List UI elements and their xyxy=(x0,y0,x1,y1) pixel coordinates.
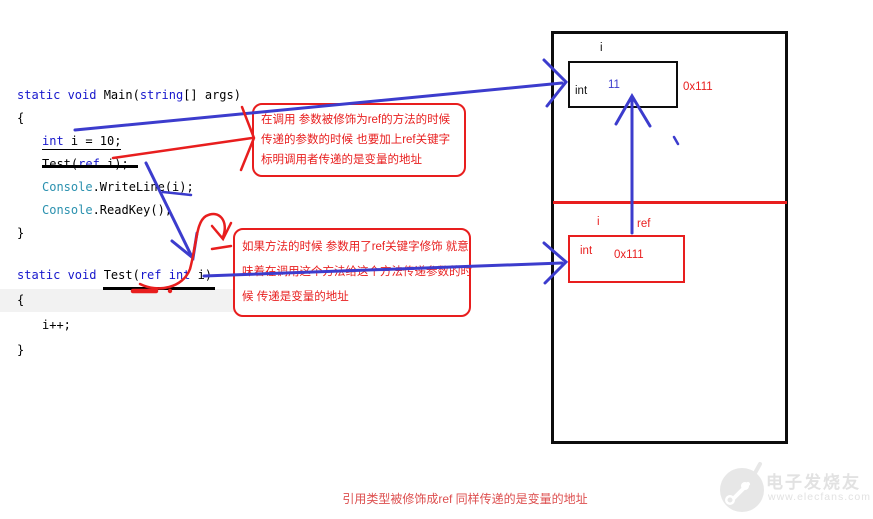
code-line: static void Test(ref int i) xyxy=(17,263,212,288)
code-token: { xyxy=(17,293,25,307)
code-line: Console.WriteLine(i); xyxy=(17,176,241,199)
code-block-test: static void Test(ref int i) { i++;} xyxy=(17,263,212,363)
underline-test-call xyxy=(42,165,138,168)
code-token: ref xyxy=(78,157,100,171)
annotation-callout-ref-call: 在调用 参数被修饰为ref的方法的时候传递的参数的时候 也要加上ref关键字标明… xyxy=(252,103,466,177)
code-line: int i = 10; xyxy=(17,130,241,153)
test-ref-label: ref xyxy=(637,218,651,230)
stack-frame-divider xyxy=(553,201,787,204)
code-token: Main( xyxy=(103,88,140,102)
main-var-box: int 11 xyxy=(568,61,678,108)
main-var-value: 11 xyxy=(608,79,620,91)
code-line: Console.ReadKey(); xyxy=(17,199,241,222)
annotation-line: 标明调用者传递的是变量的地址 xyxy=(261,154,422,166)
code-token: { xyxy=(17,111,25,125)
annotation-line: 味着在调用这个方法给这个方法传递参数的时 xyxy=(242,266,472,278)
code-token: Test( xyxy=(42,157,79,171)
main-var-type-label: int xyxy=(575,85,588,97)
code-token: Console xyxy=(42,180,93,194)
annotation-line: 传递的参数的时候 也要加上ref关键字 xyxy=(261,134,451,146)
code-token: } xyxy=(17,226,25,240)
watermark-site-url: www.elecfans.com xyxy=(768,491,871,503)
annotation-line: 在调用 参数被修饰为ref的方法的时候 xyxy=(261,114,451,126)
annotation-callout-ref-param: 如果方法的时候 参数用了ref关键字修饰 就意味着在调用这个方法给这个方法传递参… xyxy=(233,228,472,317)
main-var-name-label: i xyxy=(600,42,603,54)
code-token: ref int xyxy=(139,268,191,282)
code-token: } xyxy=(17,343,25,357)
code-line: Test(ref i); xyxy=(17,153,241,176)
watermark-site-name: 电子发烧友 xyxy=(766,473,861,492)
code-token: i++; xyxy=(42,318,71,332)
code-highlight-band xyxy=(0,289,256,312)
test-var-name-label: i xyxy=(597,216,600,228)
memory-region-rect xyxy=(551,31,788,444)
code-line: { xyxy=(17,107,241,130)
annotation-line: 如果方法的时候 参数用了ref关键字修饰 就意 xyxy=(242,241,469,253)
test-param-box: int 0x111 xyxy=(568,235,685,283)
underline-test-signature xyxy=(103,287,215,290)
main-var-address-label: 0x111 xyxy=(683,81,713,93)
code-line: static void Main(string[] args) xyxy=(17,84,241,107)
test-param-type-label: int xyxy=(580,245,593,257)
code-token: i); xyxy=(99,157,129,171)
code-token: Test( xyxy=(103,268,140,282)
code-token: i) xyxy=(190,268,213,282)
code-line: } xyxy=(17,338,212,363)
code-token: .WriteLine(i); xyxy=(92,180,194,194)
test-param-value: 0x111 xyxy=(614,249,644,261)
code-line: i++; xyxy=(17,313,212,338)
code-token: i = 10; xyxy=(63,134,122,150)
code-token: Console xyxy=(42,203,93,217)
elecfans-logo-icon xyxy=(720,462,764,512)
code-token: [] args) xyxy=(183,88,241,102)
code-token: static void xyxy=(17,88,104,102)
code-line: } xyxy=(17,222,241,245)
bottom-caption: 引用类型被修饰成ref 同样传递的是变量的地址 xyxy=(342,492,588,506)
code-token: .ReadKey(); xyxy=(92,203,173,217)
code-token: string xyxy=(139,88,184,102)
annotation-line: 候 传递是变量的地址 xyxy=(242,291,349,303)
code-line: { xyxy=(17,288,212,313)
code-token: static void xyxy=(17,268,104,282)
code-token: int xyxy=(42,134,64,150)
